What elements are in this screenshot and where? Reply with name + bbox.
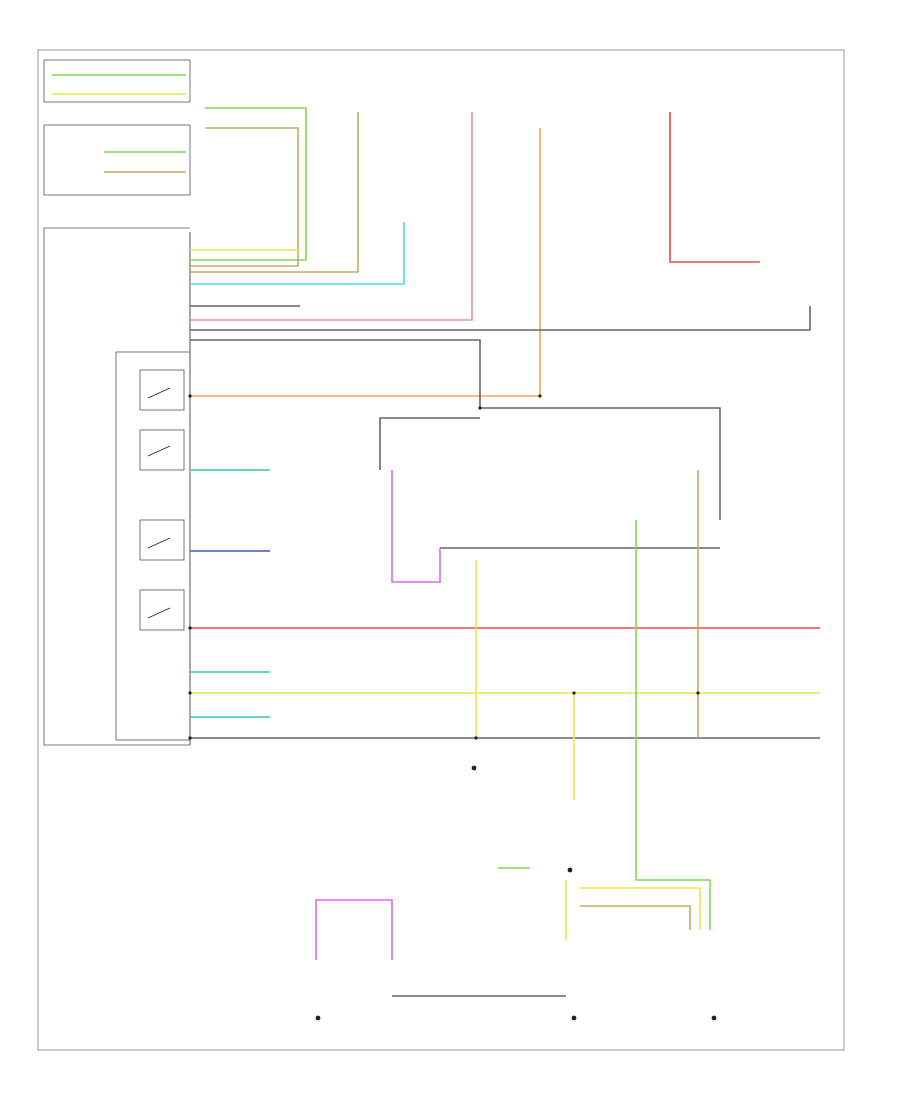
splice-node [188,394,192,398]
wire-pink [190,112,473,321]
splice-node [474,736,478,740]
wire-gray-4 [379,417,480,470]
diagram-frame [37,49,845,1051]
wire-violet [391,470,441,583]
wire-tan-bottom [580,905,691,930]
wire-violet-bottom [315,899,393,960]
top-left-connector-block [43,59,191,196]
splice-node [696,691,700,695]
wire-yellow-bottom-2 [580,887,701,930]
splice-node [538,394,542,398]
wire-green-right [635,520,711,930]
splice-node [572,691,576,695]
ground-symbol [315,1015,321,1021]
ground-symbol [571,1015,577,1021]
splice-node [478,406,482,410]
splice-node [188,691,192,695]
marks [188,394,717,1021]
wire-orange [190,128,541,397]
wire-tan-main [190,127,299,267]
ground-symbol [471,765,477,771]
splice-node [188,736,192,740]
ground-symbol [711,1015,717,1021]
wire-green-main [190,107,307,261]
wire-gray-3 [190,339,721,520]
wire-cyan [190,222,405,285]
left-control-module [43,227,191,746]
splice-node [188,626,192,630]
wires [52,74,820,997]
module-switches [139,369,185,631]
wire-gray-2 [190,306,811,331]
wire-red-top [669,112,760,263]
ground-symbol [567,867,573,873]
wire-tan-switch [190,112,359,273]
